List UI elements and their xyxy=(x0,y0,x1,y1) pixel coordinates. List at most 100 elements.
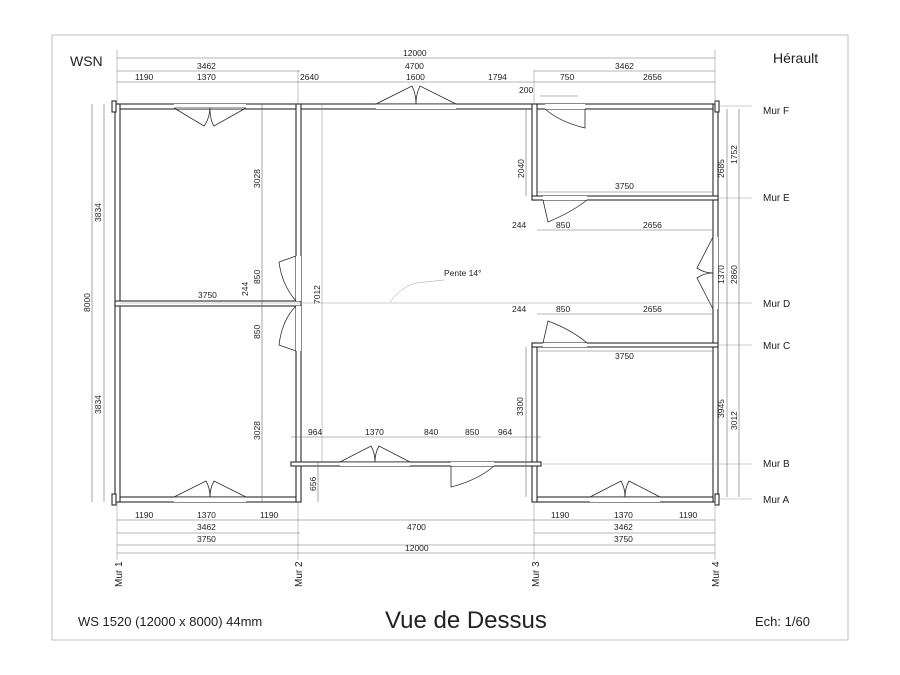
dim-right-2040: 2040 xyxy=(516,159,526,178)
dim-right-side-2860: 2860 xyxy=(729,265,739,284)
label-mur-4: Mur 4 xyxy=(711,561,722,587)
dim-right-side-1370: 1370 xyxy=(716,265,726,284)
dim-middle-840: 840 xyxy=(424,427,438,437)
dim-right-3300: 3300 xyxy=(515,397,525,416)
door-mur-b-single xyxy=(450,465,495,488)
scale-label: Ech: 1/60 xyxy=(755,614,810,629)
slope-label: Pente 14° xyxy=(444,268,481,278)
dim-bottom-1190-d: 1190 xyxy=(679,510,698,520)
dim-left-total: 8000 xyxy=(82,293,92,312)
dim-middle-850: 850 xyxy=(465,427,479,437)
wall-labels: Mur F Mur E Mur D Mur C Mur B Mur A Mur … xyxy=(114,106,790,587)
dim-middle-964-a: 964 xyxy=(308,427,322,437)
dim-left-top: 3834 xyxy=(93,203,103,222)
post xyxy=(714,100,720,113)
dimension-lines xyxy=(91,57,740,554)
opening xyxy=(545,104,585,109)
opening xyxy=(174,104,246,109)
dim-top-middle: 4700 xyxy=(405,61,424,71)
dim-right-lower-244: 244 xyxy=(512,304,526,314)
opening xyxy=(340,462,410,466)
dim-bottom-total: 12000 xyxy=(405,543,429,553)
dim-right-upper-244: 244 xyxy=(512,220,526,230)
door-bottom-left xyxy=(173,480,247,498)
dim-bottom-1190-a: 1190 xyxy=(135,510,154,520)
door-mur-c xyxy=(542,320,588,344)
dim-top-2640: 2640 xyxy=(300,72,319,82)
drawing-title: Vue de Dessus xyxy=(385,607,547,634)
dim-left-door-top: 850 xyxy=(252,270,262,284)
extension-lines xyxy=(116,50,752,560)
label-mur-c: Mur C xyxy=(763,341,790,352)
dim-right-side-3945: 3945 xyxy=(716,399,726,418)
door-mur2-lower xyxy=(278,305,297,352)
dim-right-lower-850: 850 xyxy=(556,304,570,314)
door-mur2-upper xyxy=(278,255,297,302)
wall-mur3-lower xyxy=(531,342,538,503)
dim-left-door-bottom: 850 xyxy=(252,325,262,339)
dim-right-upper-3750: 3750 xyxy=(615,181,634,191)
wall-mur-b xyxy=(290,461,542,467)
opening xyxy=(543,343,587,347)
label-mur-d: Mur D xyxy=(763,299,790,310)
slope-leader xyxy=(389,279,445,303)
dim-bottom-1190-b: 1190 xyxy=(260,510,279,520)
dim-bottom-middle: 4700 xyxy=(407,522,426,532)
dim-middle-656: 656 xyxy=(308,477,318,491)
dim-right-side-2685: 2685 xyxy=(716,159,726,178)
label-mur-1: Mur 1 xyxy=(114,561,125,587)
door-mur-e xyxy=(542,199,588,223)
dim-bottom-left-3750: 3750 xyxy=(197,534,216,544)
wall-mur3-upper xyxy=(531,103,538,201)
region-label: Hérault xyxy=(773,50,818,66)
door-top-left xyxy=(173,107,247,127)
dim-middle-height: 7012 xyxy=(312,285,322,304)
dim-left-inner-top: 3028 xyxy=(252,169,262,188)
dim-middle-964-b: 964 xyxy=(498,427,512,437)
dim-top-total: 12000 xyxy=(403,48,427,58)
label-mur-a: Mur A xyxy=(763,495,789,506)
opening xyxy=(590,497,660,502)
dim-left-inner-bottom: 3028 xyxy=(252,421,262,440)
opening xyxy=(376,104,456,109)
dim-top-1370: 1370 xyxy=(197,72,216,82)
door-bottom-right xyxy=(589,480,661,498)
label-mur-e: Mur E xyxy=(763,193,790,204)
opening xyxy=(451,462,494,466)
dim-right-side-1752: 1752 xyxy=(729,145,739,164)
brand-label: WSN xyxy=(70,53,103,69)
dim-left-bottom: 3834 xyxy=(93,395,103,414)
label-mur-b: Mur B xyxy=(763,459,790,470)
dim-right-lower-3750: 3750 xyxy=(615,351,634,361)
dim-top-right-room: 3462 xyxy=(615,61,634,71)
dim-top-750: 750 xyxy=(560,72,574,82)
dim-bottom-right-room: 3462 xyxy=(614,522,633,532)
opening xyxy=(296,306,301,351)
dim-right-upper-850: 850 xyxy=(556,220,570,230)
dim-top-1190: 1190 xyxy=(135,72,154,82)
dim-right-upper-2656: 2656 xyxy=(643,220,662,230)
dim-bottom-right-3750: 3750 xyxy=(614,534,633,544)
dim-top-200: 200 xyxy=(519,85,533,95)
dim-bottom-1370-a: 1370 xyxy=(197,510,216,520)
dim-right-lower-2656: 2656 xyxy=(643,304,662,314)
door-right-wall xyxy=(696,236,714,310)
dimension-texts: 12000 3462 4700 3462 1190 1370 2640 1600… xyxy=(82,48,739,553)
door-mur-b-double xyxy=(339,445,411,463)
opening xyxy=(174,497,246,502)
opening xyxy=(713,237,718,309)
post xyxy=(111,493,117,506)
dim-left-244: 244 xyxy=(240,282,250,296)
doors xyxy=(173,85,718,502)
dim-top-2656: 2656 xyxy=(643,72,662,82)
sheet-frame xyxy=(51,34,849,641)
dim-bottom-left-room: 3462 xyxy=(197,522,216,532)
label-mur-2: Mur 2 xyxy=(294,561,305,587)
post xyxy=(714,493,720,506)
dim-bottom-1370-b: 1370 xyxy=(614,510,633,520)
dim-bottom-1190-c: 1190 xyxy=(551,510,570,520)
dim-middle-1370: 1370 xyxy=(365,427,384,437)
opening xyxy=(296,256,301,301)
model-label: WS 1520 (12000 x 8000) 44mm xyxy=(78,614,262,629)
